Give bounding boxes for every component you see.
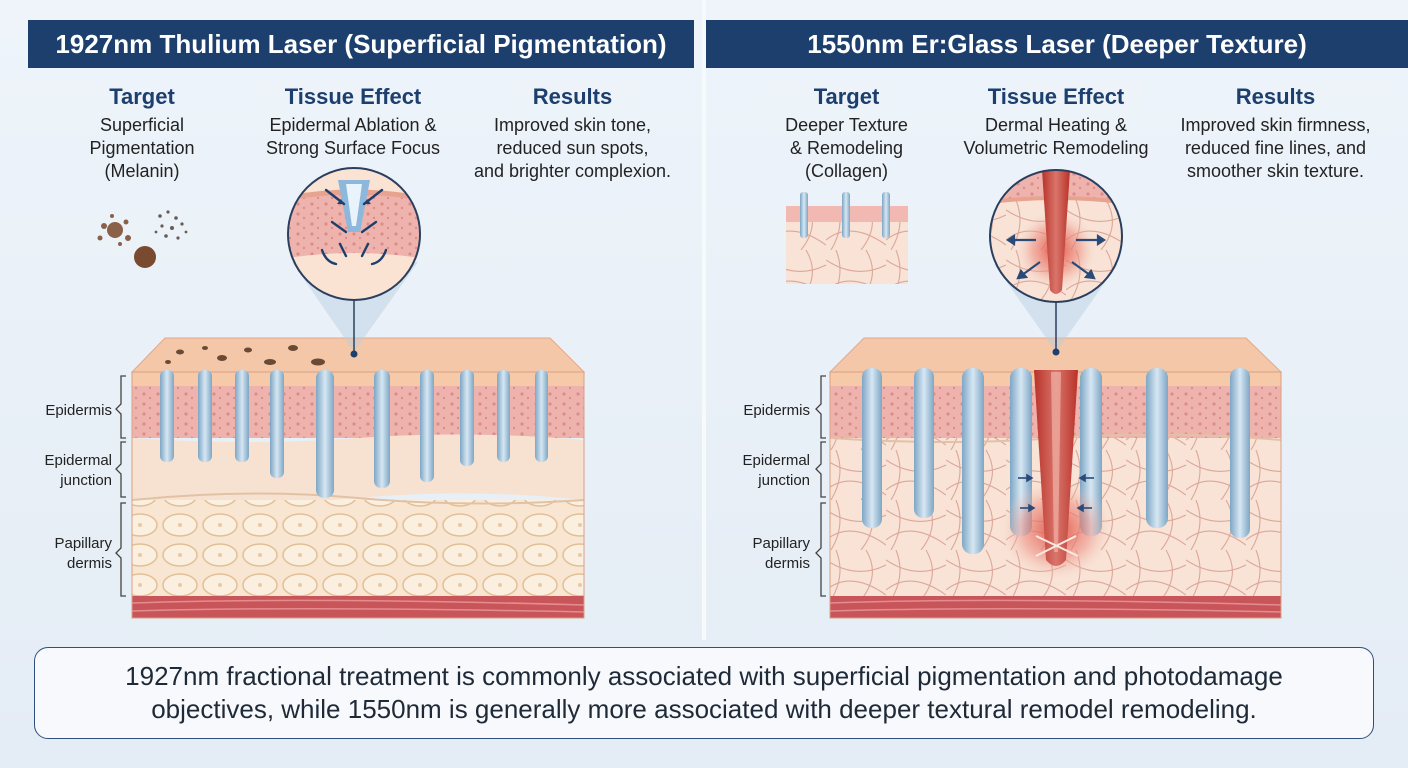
left-laser-channels <box>160 370 548 498</box>
right-results-line: reduced fine lines, and <box>1184 138 1367 158</box>
right-results: Results Improved skin firmness, reduced … <box>1168 84 1383 183</box>
right-label-papillary: dermis <box>765 555 810 572</box>
right-results-line: Improved skin firmness, <box>1180 115 1371 135</box>
right-heat-beam <box>1000 370 1112 580</box>
right-results-heading: Results <box>1235 84 1316 109</box>
summary-text: 1927nm fractional treatment is commonly … <box>125 661 1283 724</box>
panel-divider <box>702 0 706 640</box>
left-target: Target Superficial Pigmentation (Melanin… <box>62 84 222 183</box>
right-target-heading: Target <box>813 84 880 109</box>
left-effect-heading: Tissue Effect <box>284 84 422 109</box>
left-results-line: reduced sun spots, <box>496 138 649 158</box>
left-skin-diagram: Epidermis Epidermal junction Papillary d… <box>44 167 586 619</box>
left-magnifier <box>287 167 421 358</box>
right-panel: 1550nm Er:Glass Laser (Deeper Texture) T… <box>706 0 1408 640</box>
left-header: 1927nm Thulium Laser (Superficial Pigmen… <box>28 20 694 68</box>
left-target-line: Superficial <box>99 115 185 135</box>
right-skin-diagram: Epidermis Epidermal junction Papillary d… <box>742 169 1283 619</box>
collagen-icon <box>786 192 908 284</box>
left-results-line: and brighter complexion. <box>473 161 672 181</box>
left-results-line: Improved skin tone, <box>493 115 652 135</box>
left-target-line: (Melanin) <box>104 161 180 181</box>
left-pigment-spots <box>165 345 325 366</box>
left-effect-line: Epidermal Ablation & <box>269 115 437 135</box>
right-layer-brackets <box>815 375 826 597</box>
right-header: 1550nm Er:Glass Laser (Deeper Texture) <box>706 20 1408 68</box>
left-label-papillary: dermis <box>67 555 112 572</box>
right-target-line: (Collagen) <box>804 161 889 181</box>
right-label-junction: Epidermal <box>742 452 810 469</box>
left-target-heading: Target <box>109 84 175 109</box>
right-effect-heading: Tissue Effect <box>987 84 1125 109</box>
right-results-line: smoother skin texture. <box>1186 161 1365 181</box>
summary-note: 1927nm fractional treatment is commonly … <box>34 647 1374 739</box>
left-label-junction: Epidermal <box>44 452 112 469</box>
left-effect: Tissue Effect Epidermal Ablation & Stron… <box>248 84 458 160</box>
right-label-papillary: Papillary <box>752 535 810 552</box>
right-effect: Tissue Effect Dermal Heating & Volumetri… <box>944 84 1168 160</box>
right-effect-line: Volumetric Remodeling <box>963 138 1149 158</box>
right-label-epidermis: Epidermis <box>743 402 810 419</box>
left-target-line: Pigmentation <box>89 138 195 158</box>
right-effect-line: Dermal Heating & <box>984 115 1128 135</box>
right-target: Target Deeper Texture & Remodeling (Coll… <box>764 84 929 183</box>
melanin-icon <box>97 210 188 268</box>
right-label-junction: junction <box>757 472 810 489</box>
right-magnifier <box>989 169 1123 356</box>
left-label-junction: junction <box>59 472 112 489</box>
left-effect-line: Strong Surface Focus <box>265 138 441 158</box>
left-label-papillary: Papillary <box>54 535 112 552</box>
left-panel: 1927nm Thulium Laser (Superficial Pigmen… <box>0 0 704 640</box>
left-results-heading: Results <box>532 84 613 109</box>
left-label-epidermis: Epidermis <box>45 402 112 419</box>
left-results: Results Improved skin tone, reduced sun … <box>460 84 685 183</box>
right-target-line: Deeper Texture <box>785 115 908 135</box>
right-target-line: & Remodeling <box>789 138 904 158</box>
left-layer-brackets <box>115 375 126 597</box>
